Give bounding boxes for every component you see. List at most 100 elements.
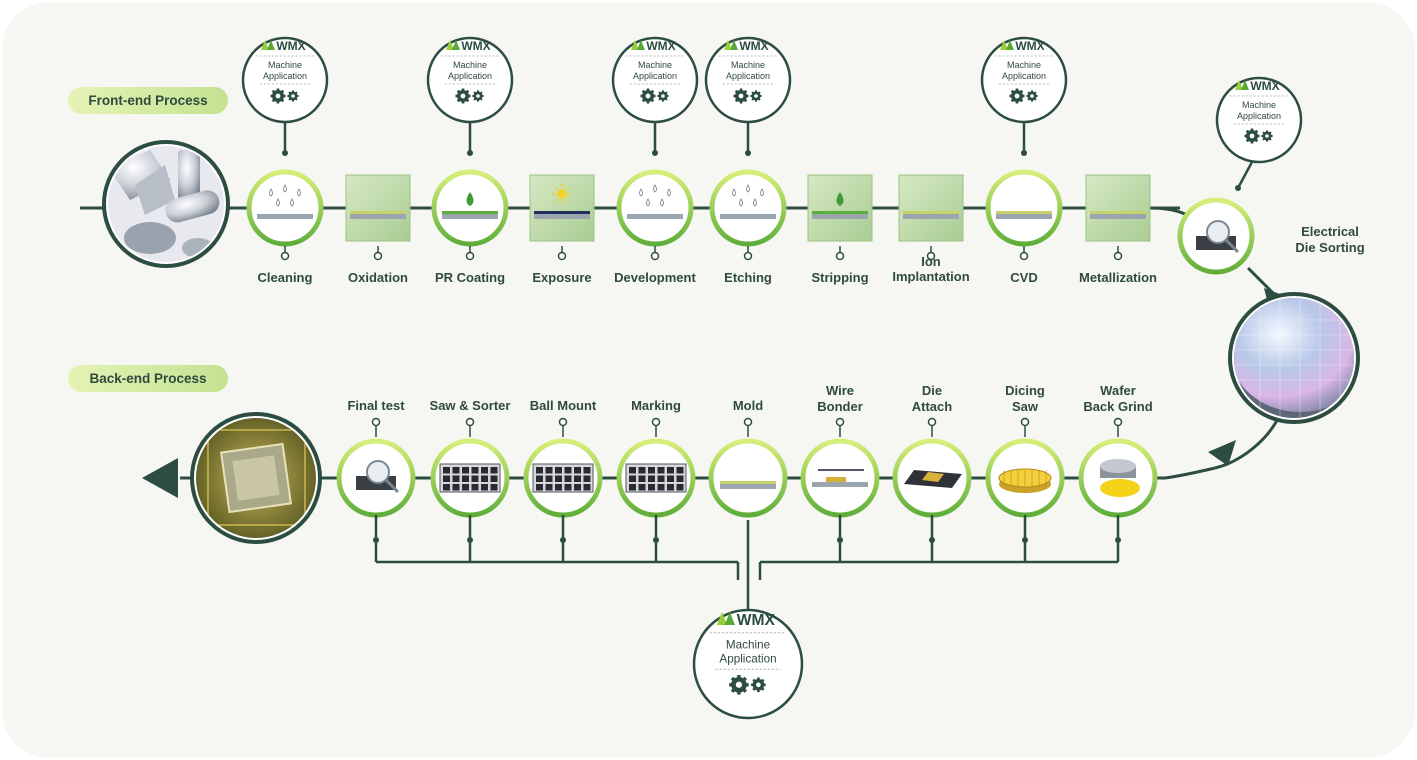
- back-step-ball-mount: Ball Mount: [523, 398, 603, 562]
- connector-dot: [558, 417, 568, 427]
- gear-icon: [751, 677, 766, 693]
- bottom-bracket: [376, 520, 1118, 612]
- gear-icon: [657, 90, 669, 102]
- step-label: Saw & Sorter: [430, 398, 511, 413]
- gear-icon: [733, 88, 749, 104]
- wmx-logo: WMX: [1000, 39, 1045, 53]
- step-label: CVD: [1010, 270, 1037, 285]
- connector-dot: [835, 417, 845, 427]
- flow-arrow-end: [142, 458, 178, 498]
- gear-icon: [729, 675, 749, 695]
- wafer-photo: [1228, 292, 1360, 424]
- front-end-pill: Front-end Process: [68, 87, 228, 114]
- back-step-marking: Marking: [616, 398, 696, 562]
- connector-dot: [1113, 251, 1123, 261]
- step-label: Development: [614, 270, 696, 285]
- connector-dot: [465, 417, 475, 427]
- gear-icon: [455, 88, 471, 104]
- front-step-exposure: Exposure: [529, 174, 595, 285]
- step-label: Stripping: [811, 270, 868, 285]
- step-label: Marking: [631, 398, 681, 413]
- gear-icon: [640, 88, 656, 104]
- magnifier-icon: [356, 460, 400, 494]
- front-end-title: Front-end Process: [88, 93, 207, 108]
- step-label: Ball Mount: [530, 398, 597, 413]
- magnifier-icon: [1196, 220, 1240, 254]
- sorting-circle: [1177, 197, 1255, 275]
- droplets-icon: [627, 184, 683, 219]
- gear-icon: [750, 90, 762, 102]
- wmx-brand-text: WMX: [737, 612, 776, 629]
- layer-icon: [720, 481, 776, 489]
- front-step-stripping: Stripping: [807, 174, 873, 285]
- wmx-brand-text: WMX: [739, 39, 768, 53]
- badge-line2: Application: [719, 653, 776, 666]
- gear-icon: [1026, 90, 1038, 102]
- chip-array-icon: [439, 463, 501, 493]
- connector-dot: [927, 417, 937, 427]
- badge-line1: Machine: [268, 60, 302, 70]
- layer-icon: [996, 211, 1052, 219]
- back-end-title: Back-end Process: [89, 371, 206, 386]
- back-step-mold: Mold: [708, 398, 788, 518]
- step-label: Implantation: [892, 269, 969, 284]
- step-label: Ion: [921, 254, 941, 269]
- finished-chip-photo: [190, 412, 322, 544]
- drop-icon: [442, 192, 498, 219]
- wmx-logo: WMX: [261, 39, 306, 53]
- sun-icon: [534, 184, 590, 219]
- step-label: Die: [922, 383, 942, 398]
- step-label: Back Grind: [1083, 399, 1152, 414]
- badge-line2: Application: [1002, 71, 1046, 81]
- wmx-brand-text: WMX: [1250, 79, 1279, 93]
- wmx-logo: WMX: [631, 39, 676, 53]
- chip-array-icon: [625, 463, 687, 493]
- gear-icon: [1261, 130, 1273, 142]
- badge-line1: Machine: [453, 60, 487, 70]
- badge-line2: Application: [448, 71, 492, 81]
- connector-dot: [465, 251, 475, 261]
- step-label: PR Coating: [435, 270, 505, 285]
- connector-dot: [743, 417, 753, 427]
- gear-icon: [270, 88, 286, 104]
- step-label: Attach: [912, 399, 953, 414]
- badge-line2: Application: [1237, 111, 1281, 121]
- step-label: Oxidation: [348, 270, 408, 285]
- back-end-pill: Back-end Process: [68, 365, 228, 392]
- wmx-logo: WMX: [724, 39, 769, 53]
- gear-icon: [287, 90, 299, 102]
- wmx-logo: WMX: [716, 612, 776, 629]
- flow-arrow-left: [1208, 440, 1236, 466]
- connector-dot: [743, 251, 753, 261]
- step-label: Mold: [733, 398, 763, 413]
- badge-line1: Machine: [1007, 60, 1041, 70]
- connector-dot: [926, 251, 936, 261]
- step-label: Wafer: [1100, 383, 1136, 398]
- step-label: Etching: [724, 270, 772, 285]
- step-label: Die Sorting: [1295, 240, 1364, 255]
- wmx-logo: WMX: [1235, 79, 1280, 93]
- connector-dot: [1020, 417, 1030, 427]
- layer-icon: [350, 211, 406, 219]
- badge-line1: Machine: [726, 638, 770, 651]
- wmx-brand-text: WMX: [276, 39, 305, 53]
- connector-dot: [651, 417, 661, 427]
- wmx-brand-text: WMX: [646, 39, 675, 53]
- connector-dot: [835, 251, 845, 261]
- raw-material-photo: [102, 140, 230, 268]
